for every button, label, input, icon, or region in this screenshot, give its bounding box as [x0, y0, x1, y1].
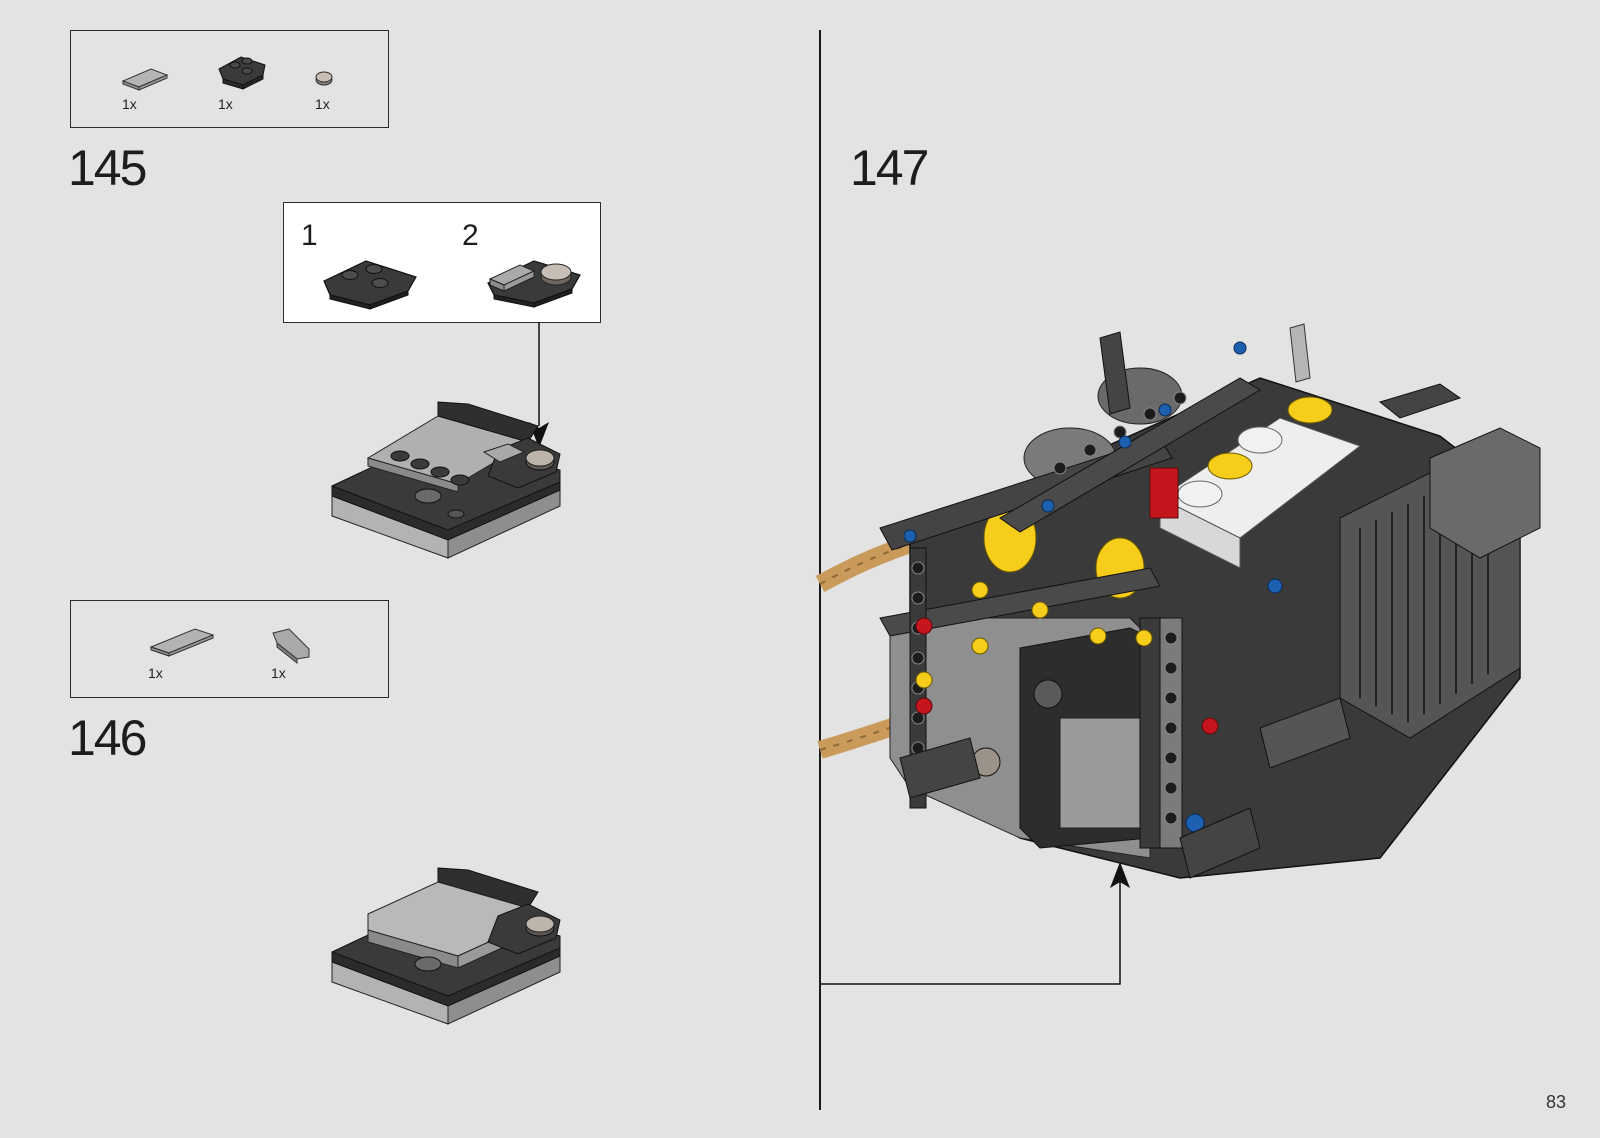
callout-step-2: 2: [462, 221, 479, 251]
step-number-146: 146: [68, 713, 145, 763]
callout-step-1: 1: [301, 221, 318, 251]
parts-list-146: 1x 1x: [70, 600, 389, 698]
sub-assembly-callout: 1 2: [283, 202, 601, 323]
assembled-wedge-icon: [484, 243, 584, 309]
part-qty: 1x: [218, 96, 233, 112]
part-qty: 1x: [122, 96, 137, 112]
page-number: 83: [1546, 1092, 1566, 1113]
part-qty: 1x: [271, 665, 286, 681]
grey-curved-slope-icon: [269, 625, 315, 665]
part-qty: 1x: [148, 665, 163, 681]
dark-wedge-plate-icon: [215, 51, 271, 91]
step-number-147: 147: [850, 143, 927, 193]
part-qty: 1x: [315, 96, 330, 112]
step-number-145: 145: [68, 143, 145, 193]
parts-list-145: 1x 1x 1x: [70, 30, 389, 128]
dark-wedge-plate-icon: [320, 251, 420, 311]
step-146-model: [328, 864, 568, 1029]
grey-tile-1x3-icon: [147, 625, 219, 661]
step-145-model: [328, 398, 568, 563]
engine-assembly-model: [820, 318, 1580, 908]
round-tile-trans-brown-icon: [313, 69, 335, 89]
grey-tile-1x2-icon: [119, 63, 171, 91]
